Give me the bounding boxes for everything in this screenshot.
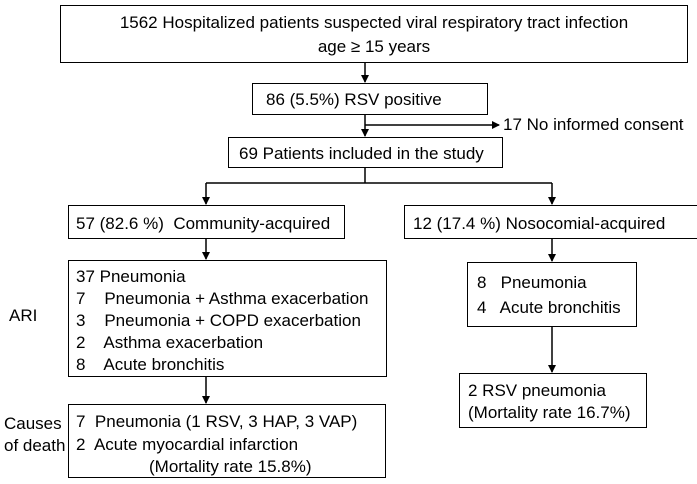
community-deaths-line2: 2 Acute myocardial infarction [76,435,299,454]
causes-side-label-line2: of death [4,436,66,455]
community-ari-item: 7 Pneumonia + Asthma exacerbation [76,289,369,308]
community-deaths-line1: 7 Pneumonia (1 RSV, 3 HAP, 3 VAP) [76,412,358,431]
included-box: 69 Patients included in the study [228,137,503,168]
screened-box: 1562 Hospitalized patients suspected vir… [60,5,688,63]
screened-line2: age ≥ 15 years [317,37,431,56]
community-ari-item: 3 Pneumonia + COPD exacerbation [76,311,361,330]
community-label: 57 (82.6 %) Community-acquired [76,214,331,233]
community-deaths-box: 7 Pneumonia (1 RSV, 3 HAP, 3 VAP) 2 Acut… [68,404,386,478]
community-ari-item: 37 Pneumonia [76,267,186,286]
nosocomial-ari-box: 8 Pneumonia 4 Acute bronchitis [467,262,637,327]
ari-side-label: ARI [9,306,38,325]
community-deaths-line3: (Mortality rate 15.8%) [149,457,312,476]
nosocomial-ari-item: 8 Pneumonia [477,273,587,292]
community-ari-box: 37 Pneumonia 7 Pneumonia + Asthma exacer… [68,260,387,377]
excluded-label: 17 No informed consent [503,115,684,134]
rsv-positive-label: 86 (5.5%) RSV positive [266,90,442,109]
included-label: 69 Patients included in the study [239,144,484,163]
causes-side-label-line1: Causes [4,414,62,433]
community-box: 57 (82.6 %) Community-acquired [68,205,345,239]
nosocomial-deaths-line2: (Mortality rate 16.7%) [468,403,631,422]
community-ari-item: 2 Asthma exacerbation [76,333,264,352]
nosocomial-box: 12 (17.4 %) Nosocomial-acquired [404,205,697,239]
nosocomial-deaths-box: 2 RSV pneumonia (Mortality rate 16.7%) [459,373,647,428]
community-ari-item: 8 Acute bronchitis [76,355,225,374]
nosocomial-label: 12 (17.4 %) Nosocomial-acquired [413,214,666,233]
nosocomial-deaths-line1: 2 RSV pneumonia [468,381,606,400]
rsv-positive-box: 86 (5.5%) RSV positive [252,83,488,115]
nosocomial-ari-item: 4 Acute bronchitis [477,298,621,317]
screened-line1: 1562 Hospitalized patients suspected vir… [119,13,629,32]
